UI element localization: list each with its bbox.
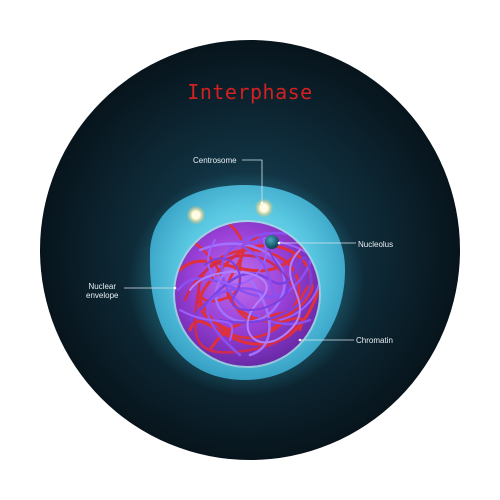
leader-dots	[173, 201, 302, 342]
nucleolus	[265, 235, 279, 249]
chromatin	[176, 223, 319, 357]
centrosome-leader-line	[242, 159, 263, 202]
centrosome	[187, 199, 273, 224]
nuclear-envelope-label-line1: Nuclear	[88, 282, 117, 291]
nucleolus-label: Nucleolus	[358, 240, 394, 249]
chromatin-label: Chromatin	[356, 336, 393, 345]
centrosome-label: Centrosome	[193, 156, 237, 165]
leader-lines	[124, 159, 356, 341]
diagram-title: Interphase	[187, 80, 313, 104]
nuclear-envelope-label: Nuclear envelope	[86, 282, 118, 300]
nuclear-envelope-label-line2: envelope	[86, 291, 119, 300]
